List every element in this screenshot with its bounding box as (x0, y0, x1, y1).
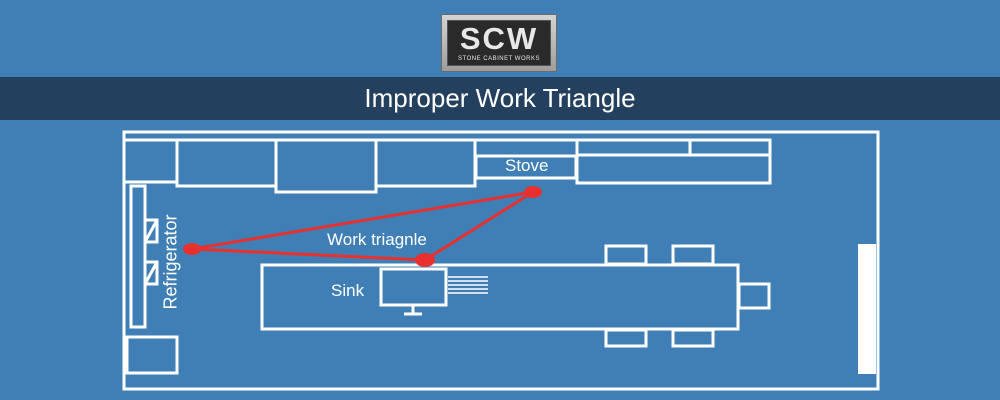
stool (604, 244, 648, 266)
triangle-edge-sink-fridge (190, 247, 427, 262)
upper-cabinet-run (124, 138, 772, 194)
stool (671, 328, 715, 348)
stove-label: Stove (505, 156, 549, 175)
corner-cabinet (125, 335, 179, 375)
refrigerator-panel (143, 260, 159, 286)
stool (604, 328, 648, 348)
stove-point (524, 186, 542, 198)
logo-subtext: STONE CABINET WORKS (458, 56, 540, 62)
wall-panel (858, 244, 876, 374)
triangle-edge-stove-sink (423, 190, 535, 262)
work-triangle-label: Work triagnle (327, 230, 427, 249)
page-title: Improper Work Triangle (0, 77, 1000, 120)
refrigerator-hatch (143, 261, 159, 285)
stool (737, 282, 771, 310)
refrigerator-label: Refrigerator (160, 214, 181, 310)
room-outline (122, 130, 880, 391)
logo-text: SCW (459, 21, 539, 56)
refrigerator-panel (143, 218, 159, 244)
triangle-edge-fridge-stove (190, 190, 535, 251)
stool (671, 244, 715, 266)
stove (474, 154, 578, 180)
logo-plate: SCW STONE CABINET WORKS (447, 20, 551, 66)
refrigerator-hatch (143, 219, 159, 243)
sink-label: Sink (331, 281, 365, 300)
scw-logo: SCW STONE CABINET WORKS (441, 14, 557, 72)
sink (379, 267, 448, 307)
fridge-point (183, 243, 201, 255)
refrigerator (129, 184, 147, 329)
sink-point (415, 253, 435, 267)
